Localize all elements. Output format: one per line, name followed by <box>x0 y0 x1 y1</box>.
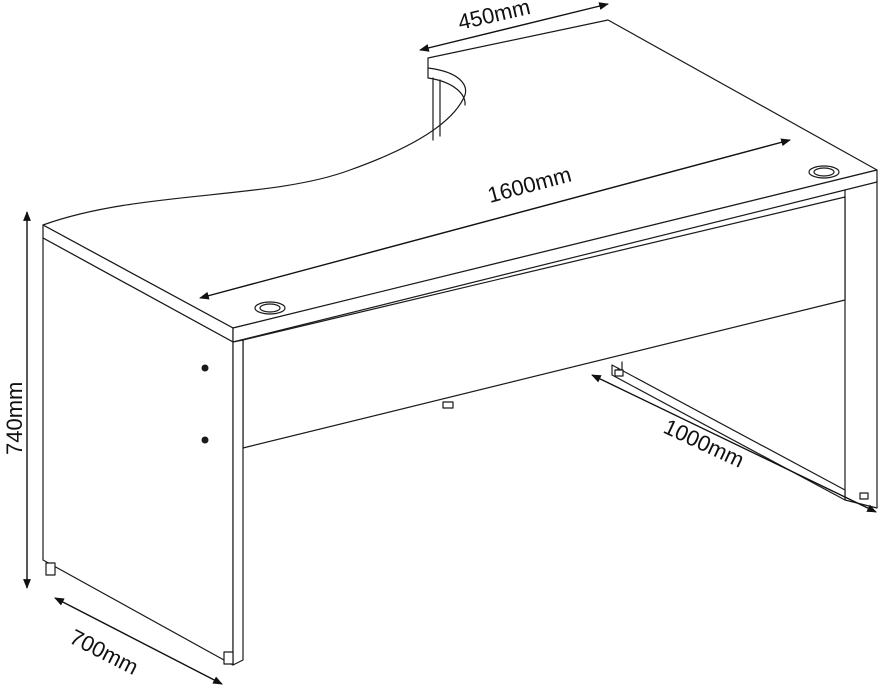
dim-450-line <box>419 2 609 52</box>
cam-lock-icon <box>201 436 209 444</box>
label-700: 700mm <box>66 624 143 680</box>
dim-700-line <box>54 597 223 685</box>
label-450: 450mm <box>456 0 533 35</box>
dimension-lines <box>23 2 877 685</box>
dim-1600-line <box>199 138 791 300</box>
cam-lock-icon <box>201 364 209 372</box>
front-leg-panel <box>42 237 244 666</box>
label-740: 740mm <box>2 382 27 455</box>
dim-1000-line <box>591 374 877 513</box>
